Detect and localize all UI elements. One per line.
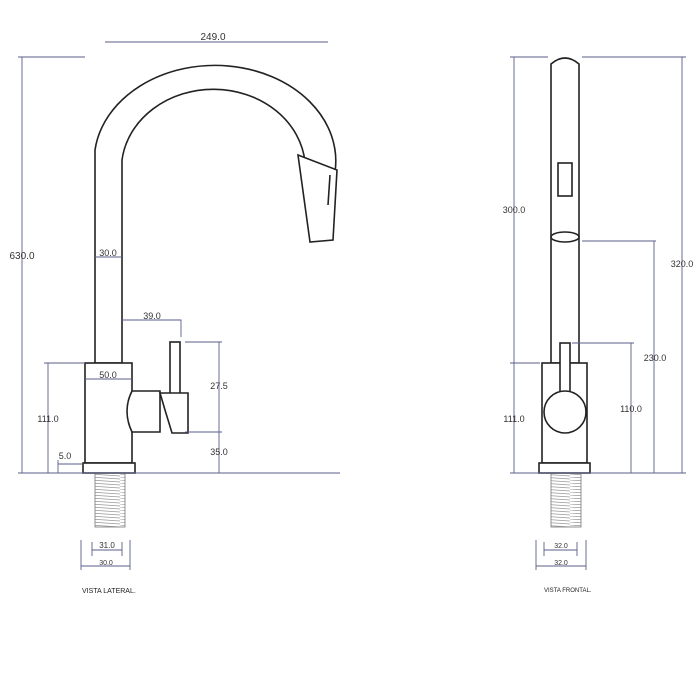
dim-thread-outer: 32.0	[554, 560, 568, 567]
lever	[559, 342, 571, 394]
dim-total-height: 630.0	[9, 251, 34, 262]
threaded-shank	[550, 472, 582, 528]
lateral-view: 249.0 630.0 30.0 39.0 50.0 27.5 35.0 111…	[9, 32, 340, 595]
base-plate	[82, 462, 136, 474]
dim-body-width: 50.0	[99, 370, 117, 380]
spray-head	[297, 153, 338, 243]
dim-handle-base: 35.0	[210, 447, 228, 457]
faucet-front	[538, 57, 591, 528]
handle-knob	[158, 392, 189, 434]
dim-handle-offset: 39.0	[143, 311, 161, 321]
dim-body-height: 111.0	[503, 414, 524, 424]
gooseneck-spout	[94, 64, 337, 364]
dim-spray-height: 230.0	[644, 353, 667, 363]
spray-ring	[550, 231, 580, 243]
dim-lever-height: 110.0	[620, 404, 642, 414]
handle-connector	[126, 390, 161, 433]
lever	[169, 341, 181, 395]
faucet-side	[82, 64, 338, 528]
dim-pipe-height: 300.0	[503, 205, 526, 215]
dim-base-thickness: 5.0	[59, 451, 72, 461]
dim-spout-reach: 249.0	[200, 32, 225, 43]
dim-thread-inner: 32.0	[554, 543, 568, 550]
spray-button	[557, 162, 573, 197]
handle-knob	[543, 390, 587, 434]
frontal-view: 300.0 320.0 230.0 110.0 111.0 32.0 32.0 …	[503, 56, 694, 594]
dim-thread-inner: 31.0	[99, 541, 115, 550]
dim-body-height: 111.0	[37, 414, 58, 424]
threaded-shank	[94, 472, 126, 528]
dim-total-height: 320.0	[671, 259, 694, 269]
lateral-caption: VISTA LATERAL.	[82, 588, 136, 595]
dim-thread-outer: 30.0	[99, 560, 113, 567]
frontal-caption: VISTA FRONTAL.	[544, 588, 592, 594]
dim-lever-height: 27.5	[210, 381, 228, 391]
base-plate	[538, 462, 591, 474]
lateral-dimensions: 249.0 630.0 30.0 39.0 50.0 27.5 35.0 111…	[9, 32, 340, 570]
spout-pipe	[550, 57, 580, 364]
frontal-dimensions: 300.0 320.0 230.0 110.0 111.0 32.0 32.0	[503, 56, 694, 570]
dim-pipe-diameter: 30.0	[99, 248, 117, 258]
